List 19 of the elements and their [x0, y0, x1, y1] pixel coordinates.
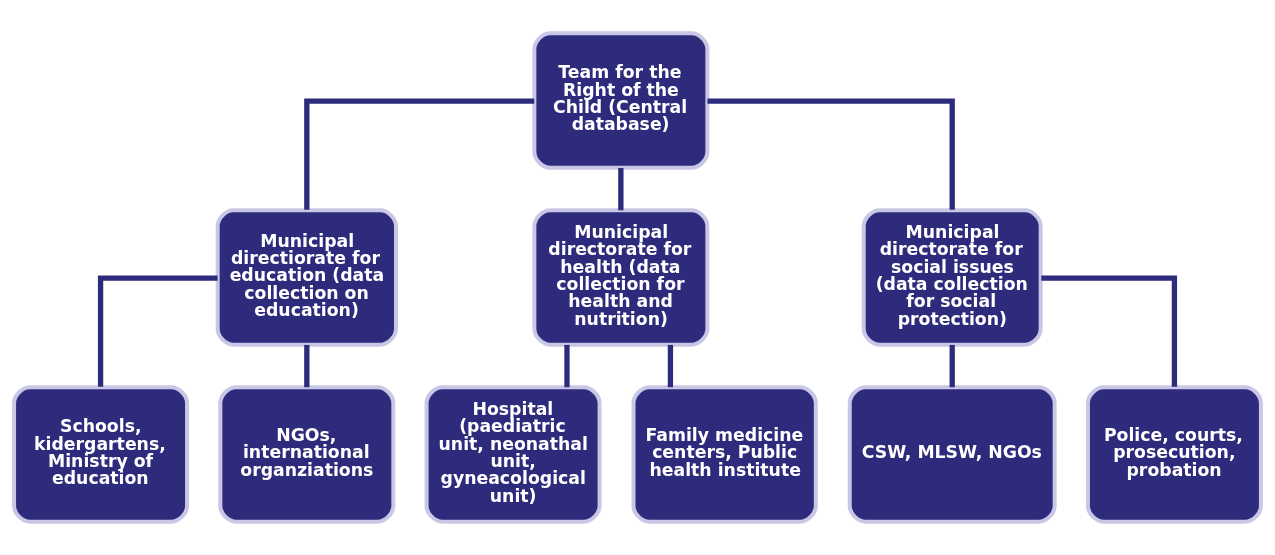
node-box: Municipal directiorate for education (data collection on education) — [215, 208, 398, 347]
connector — [667, 344, 674, 388]
node-box: Family medicine centers, Public health institute — [631, 385, 818, 524]
connector — [304, 344, 310, 388]
connector — [564, 344, 570, 388]
node-box: Hospital (paediatric unit, neonathal unit, gyneacological unit) — [424, 385, 602, 524]
node-box: CSW, MLSW, NGOs — [847, 385, 1057, 524]
node-box: Schools, kidergartens, Ministry of education — [12, 385, 190, 524]
node-box: Municipal directorate for social issues (data collection for social protection) — [861, 208, 1043, 347]
connector — [97, 275, 218, 387]
connector — [618, 167, 624, 211]
node-box: Team for the Right of the Child (Central database) — [532, 31, 710, 170]
connector — [949, 344, 955, 388]
node-box: Police, courts, prosecution, probation — [1085, 385, 1263, 524]
connector — [707, 98, 955, 210]
node-box: NGOs, international organziations — [218, 385, 396, 524]
connector — [1041, 275, 1178, 387]
node-box: Municipal directorate for health (data collection for health and nutrition) — [532, 208, 710, 347]
connector — [304, 98, 535, 210]
